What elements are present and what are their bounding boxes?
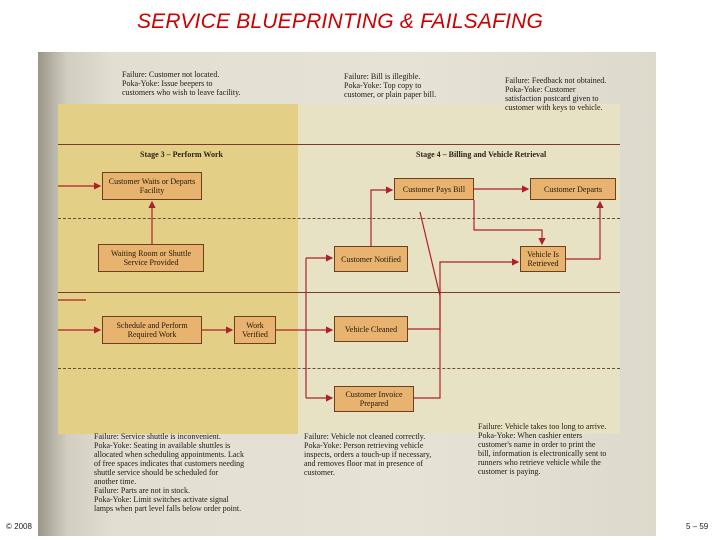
box-work-verified: Work Verified — [234, 316, 276, 344]
box-customer-waits: Customer Waits or Departs Facility — [102, 172, 202, 200]
lane-line-top — [58, 144, 620, 145]
stage4-heading: Stage 4 – Billing and Vehicle Retrieval — [416, 150, 547, 159]
box-customer-departs: Customer Departs — [530, 178, 616, 200]
note-top-customer-located: Failure: Customer not located.Poka-Yoke:… — [122, 70, 241, 97]
box-customer-invoice: Customer Invoice Prepared — [334, 386, 414, 412]
note-bottom-vehicle-arrive: Failure: Vehicle takes too long to arriv… — [478, 422, 607, 476]
arrow-retrieved-to-departs — [566, 200, 604, 260]
arrow-cleaned-to-retrieved — [408, 258, 520, 330]
note-bottom-shuttle: Failure: Service shuttle is inconvenient… — [94, 432, 245, 513]
lane-line-interaction — [58, 218, 620, 219]
stage3-heading: Stage 3 – Perform Work — [140, 150, 223, 159]
box-customer-notified: Customer Notified — [334, 246, 408, 272]
box-vehicle-retrieved: Vehicle Is Retrieved — [520, 246, 566, 272]
arrow-invoice-to-pays — [414, 211, 441, 399]
box-schedule-perform: Schedule and Perform Required Work — [102, 316, 202, 344]
arrow-pays-to-retrieved — [473, 200, 546, 246]
box-vehicle-cleaned: Vehicle Cleaned — [334, 316, 408, 342]
lane-line-internal — [58, 368, 620, 369]
footer-page-number: 5 – 59 — [686, 522, 709, 531]
box-customer-pays: Customer Pays Bill — [394, 178, 474, 200]
box-waiting-room: Waiting Room or Shuttle Service Provided — [98, 244, 204, 272]
footer-copyright: © 2008 — [6, 522, 32, 531]
lane-line-visibility — [58, 292, 620, 293]
note-top-bill: Failure: Bill is illegible.Poka-Yoke: To… — [344, 72, 437, 99]
note-top-feedback: Failure: Feedback not obtained.Poka-Yoke… — [505, 76, 607, 112]
note-bottom-cleaned: Failure: Vehicle not cleaned correctly.P… — [304, 432, 432, 477]
slide-title: SERVICE BLUEPRINTING & FAILSAFING — [136, 10, 544, 33]
arrow-notified-to-pays — [370, 186, 394, 246]
